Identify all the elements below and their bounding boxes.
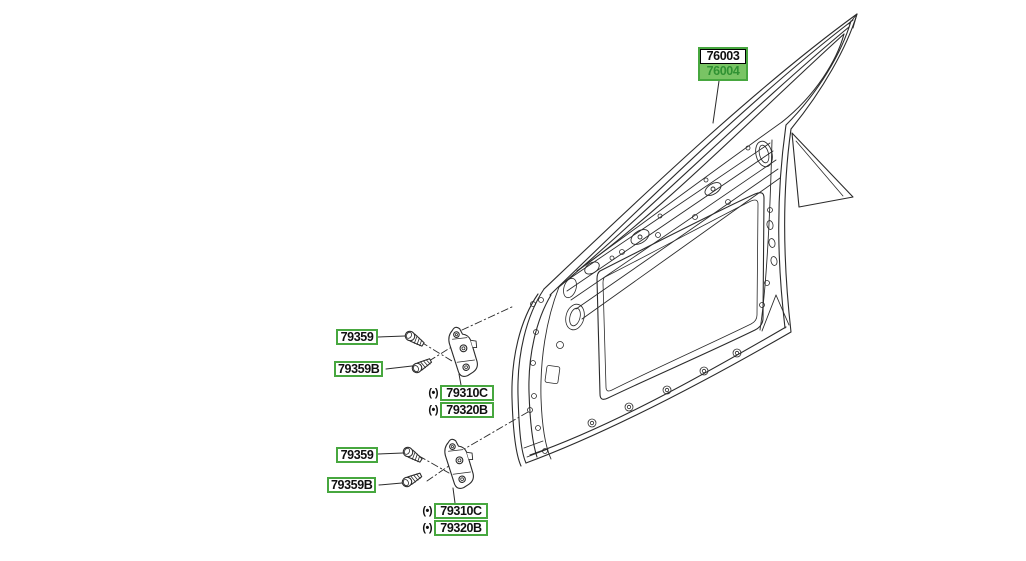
- lower-hinge-part-label-79320B[interactable]: 79320B: [434, 520, 488, 536]
- panel-holes: [527, 145, 773, 454]
- upper-bolt-b-icon: [410, 355, 434, 375]
- lower-bolt-a-icon: [400, 444, 425, 465]
- dot-prefix: (•): [422, 522, 432, 534]
- upper-bolt-b-label[interactable]: 79359B: [334, 361, 384, 377]
- lower-hinge-row-1: (•) 79310C: [417, 503, 488, 519]
- door-window-frame: [543, 13, 858, 296]
- upper-hinge-part-label-79320B[interactable]: 79320B: [440, 402, 494, 418]
- main-part-label[interactable]: 76003 76004: [698, 47, 748, 81]
- upper-hinge-row-2: (•) 79320B: [423, 402, 494, 418]
- lower-bolt-b-label[interactable]: 79359B: [327, 477, 377, 493]
- lower-hinge-label-group: (•) 79310C (•) 79320B: [417, 503, 488, 536]
- upper-bolt-a-icon: [402, 328, 427, 349]
- door-body-outline: [511, 124, 854, 467]
- part-code-76004-selected[interactable]: 76004: [700, 64, 746, 79]
- dot-prefix: (•): [428, 387, 438, 399]
- upper-hinge-row-1: (•) 79310C: [423, 385, 494, 401]
- upper-bolt-a-label[interactable]: 79359: [336, 329, 378, 345]
- upper-door-hinge-icon: [445, 322, 485, 379]
- upper-hinge-part-label-79310C[interactable]: 79310C: [440, 385, 494, 401]
- inner-panel-opening: [596, 192, 765, 400]
- part-code-76003[interactable]: 76003: [700, 49, 746, 64]
- lower-hinge-row-2: (•) 79320B: [417, 520, 488, 536]
- lower-bolt-a-label[interactable]: 79359: [336, 447, 378, 463]
- dot-prefix: (•): [428, 404, 438, 416]
- lower-hinge-part-label-79310C[interactable]: 79310C: [434, 503, 488, 519]
- upper-hinge-label-group: (•) 79310C (•) 79320B: [423, 385, 494, 418]
- dot-prefix: (•): [422, 505, 432, 517]
- leader-lines: [377, 80, 720, 504]
- lower-bolt-b-icon: [400, 470, 424, 489]
